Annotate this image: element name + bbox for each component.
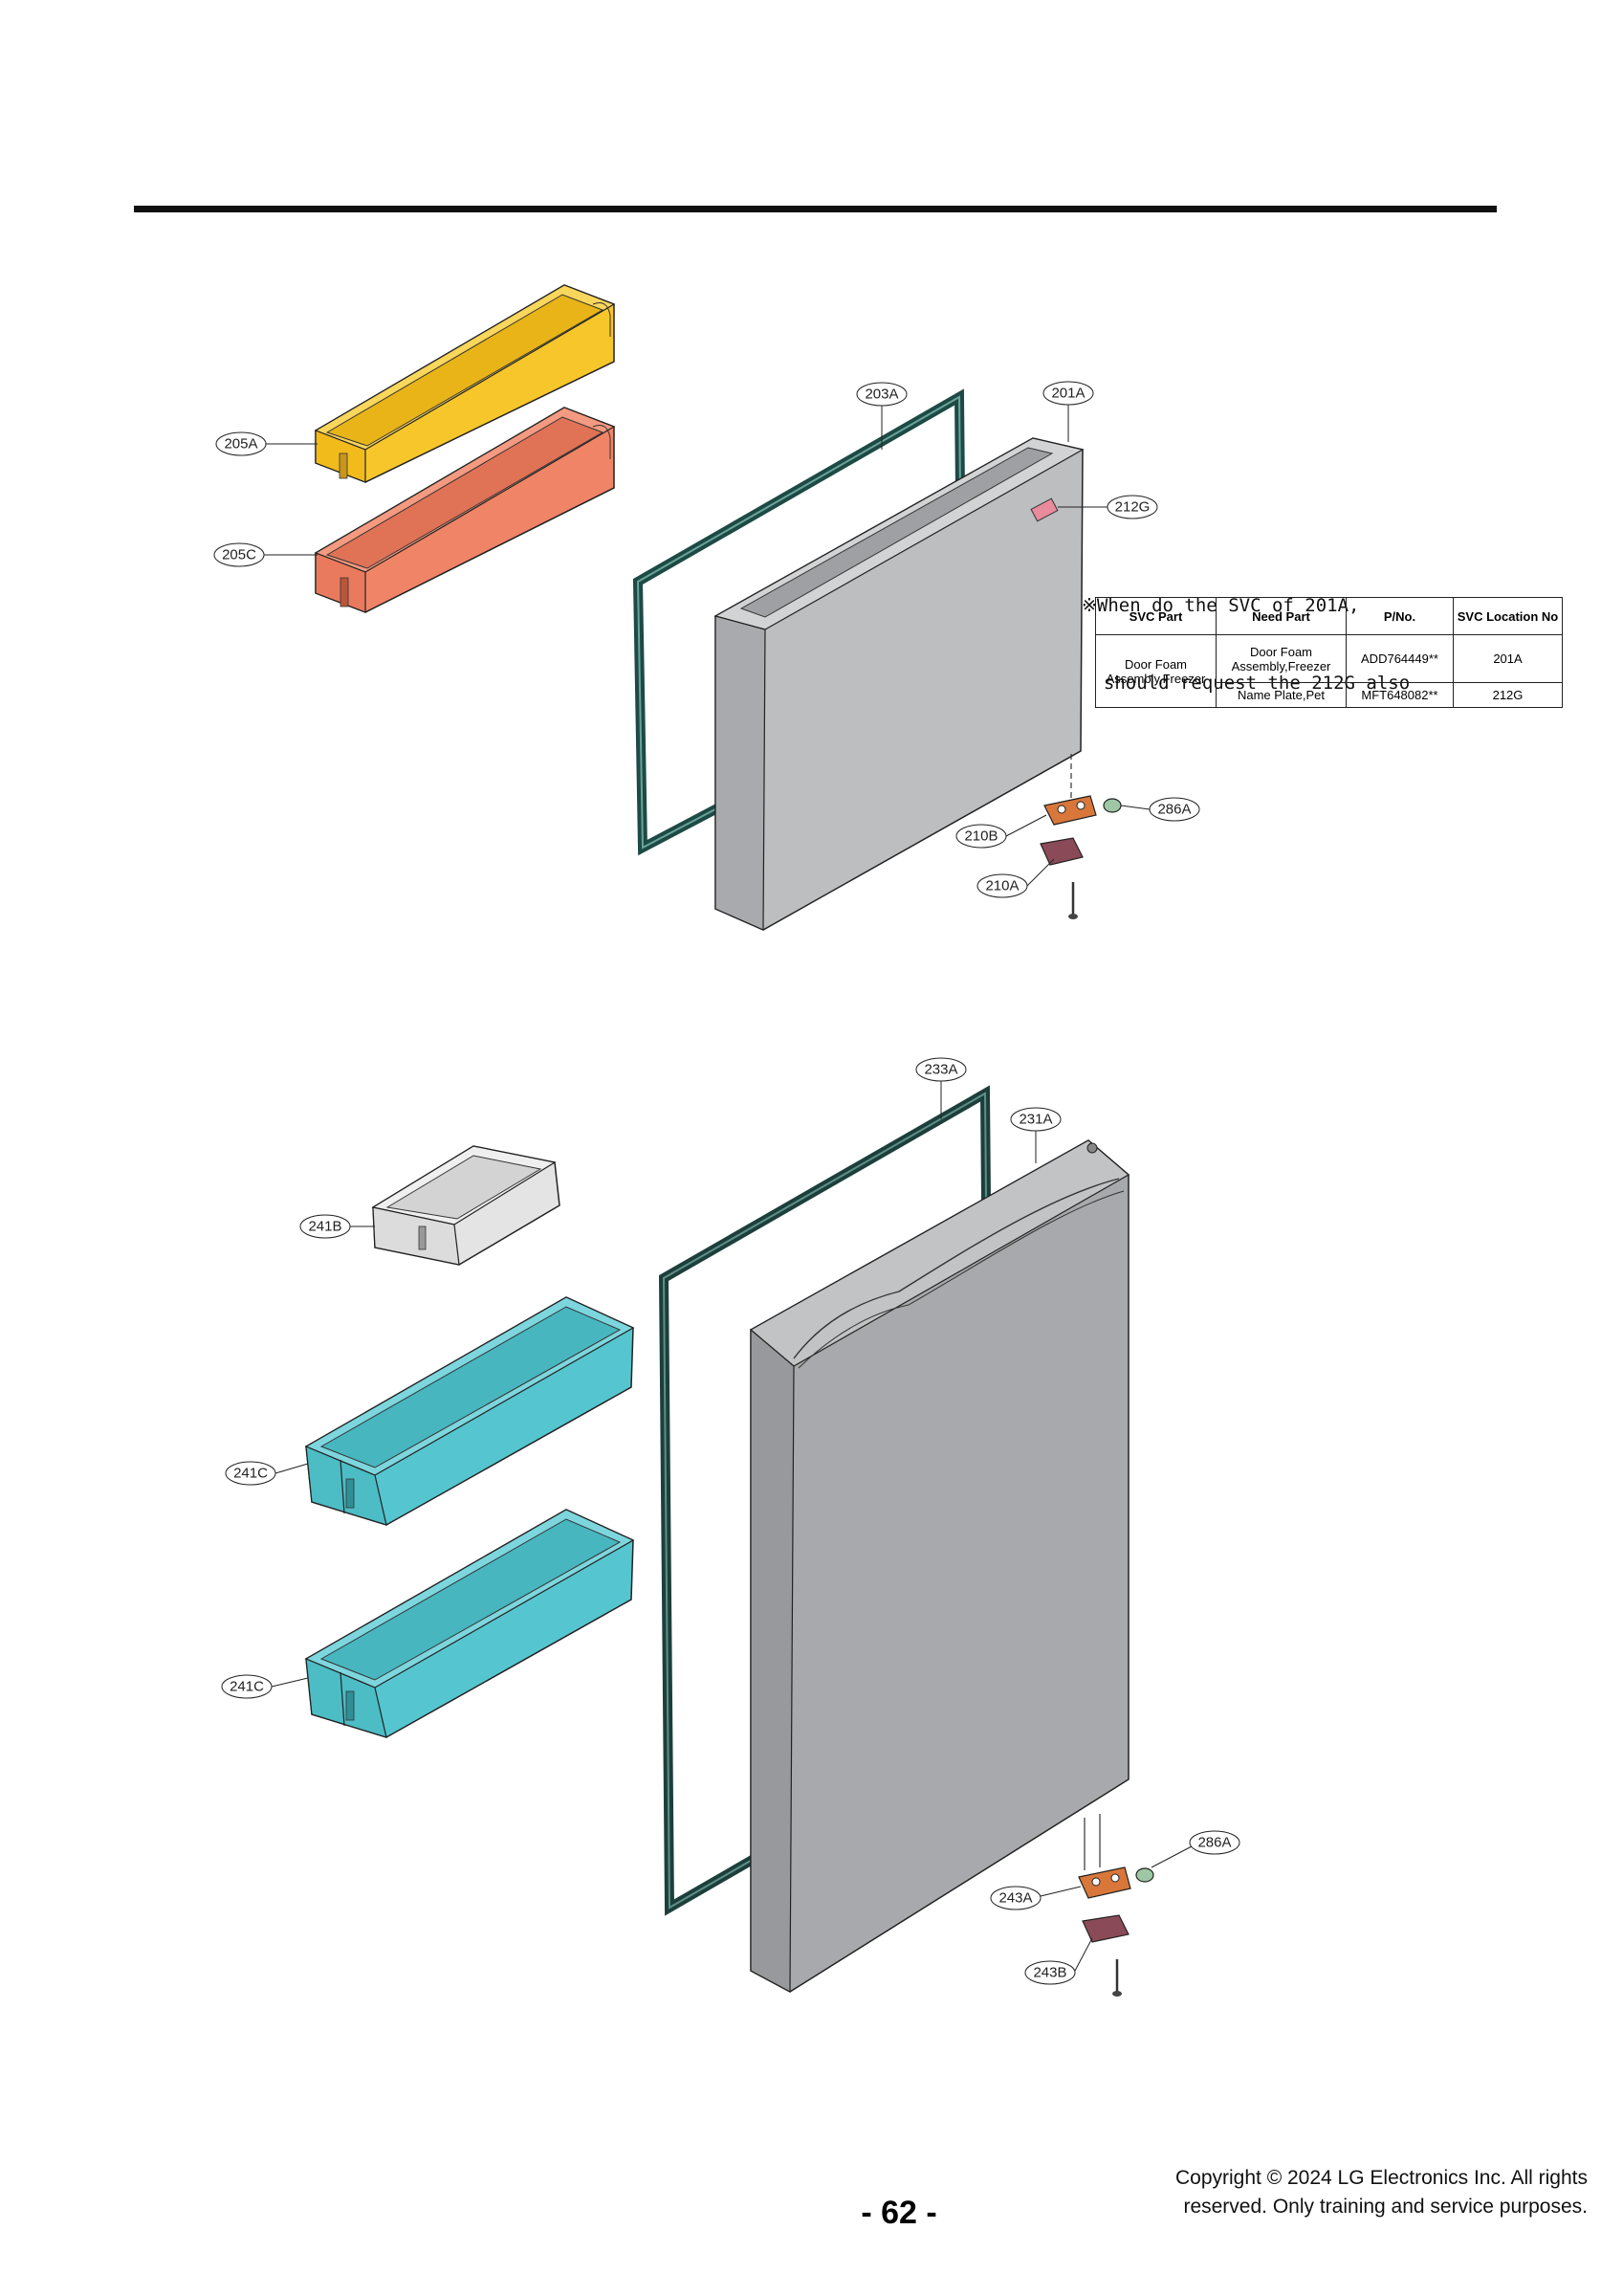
svc-cell-location: 212G [1453,682,1563,708]
hinge-cap-286A-top [1103,798,1122,813]
callout-233A-label: 233A [924,1062,957,1078]
door-bin-241B [371,1145,560,1266]
callout-241C-lower: 241C [221,1674,309,1699]
callout-241C-upper: 241C [225,1461,309,1486]
callout-210B-label: 210B [964,828,998,845]
screw-top [1068,882,1078,919]
copyright-line1: Copyright © 2024 LG Electronics Inc. All… [1174,2167,1588,2189]
svc-table-row: Door Foam Assembly,Freezer Door Foam Ass… [1095,633,1563,708]
callout-205A: 205A [215,431,318,456]
svc-cell-need-part: Door Foam Assembly,Freezer [1216,633,1347,684]
svc-header-pno: P/No. [1346,597,1454,635]
svc-table-header-row: SVC Part Need Part P/No. SVC Location No [1095,597,1563,635]
svc-header-location: SVC Location No [1453,597,1563,635]
svc-parts-table: SVC Part Need Part P/No. SVC Location No… [1095,597,1563,708]
svc-table-row: Name Plate,Pet MFT648082** 212G [1096,682,1563,708]
copyright-notice: Copyright © 2024 LG Electronics Inc. All… [1014,2164,1588,2221]
name-plate-212G [1030,497,1059,522]
callout-241C-upper-label: 241C [233,1466,268,1482]
callout-286A-top: 286A [1120,797,1200,822]
svc-cell-pno: ADD764449** [1346,633,1454,684]
callout-212G-label: 212G [1115,499,1151,516]
callout-201A: 201A [1042,381,1094,442]
callout-241B-label: 241B [308,1219,341,1235]
callout-231A-label: 231A [1019,1112,1052,1128]
callout-203A-label: 203A [865,386,898,403]
callout-243A-label: 243A [998,1890,1032,1907]
hinge-210A [1040,837,1084,866]
callout-243B: 243B [1024,1937,1093,1985]
svc-cell-svc-part: Door Foam Assembly,Freezer [1095,634,1217,708]
hinge-cap-286A-bottom [1135,1867,1154,1883]
door-bin-241C-lower [304,1509,635,1738]
door-bin-205A [314,284,616,483]
svc-header-svc-part: SVC Part [1095,597,1217,635]
svc-header-need-part: Need Part [1216,597,1347,635]
callout-243A: 243A [990,1886,1082,1910]
screw-bottom [1112,1959,1122,1997]
hinge-243B [1082,1914,1130,1943]
svc-cell-pno: MFT648082** [1346,682,1454,708]
callout-210B: 210B [955,814,1047,849]
callout-231A: 231A [1010,1107,1062,1163]
svc-cell-location: 201A [1453,633,1563,684]
callout-201A-label: 201A [1051,386,1085,402]
refrigerator-door-231A [749,1139,1130,1993]
callout-205C: 205C [213,542,318,567]
callout-243B-label: 243B [1033,1965,1066,1981]
hinge-243A [1078,1866,1131,1899]
callout-286A-top-label: 286A [1157,802,1191,818]
callout-241B: 241B [299,1214,375,1239]
svc-cell-need-part: Name Plate,Pet [1216,682,1347,708]
door-bin-205C [314,407,616,613]
callout-241C-lower-label: 241C [230,1679,264,1695]
copyright-line2: reserved. Only training and service purp… [1183,2196,1588,2218]
callout-210A-label: 210A [985,878,1019,894]
freezer-door-201A [713,437,1085,931]
callout-212G: 212G [1058,495,1158,519]
callout-203A: 203A [856,382,908,450]
callout-205A-label: 205A [224,436,257,453]
door-bin-241C-upper [304,1296,635,1526]
callout-205C-label: 205C [222,547,256,563]
page-number: - 62 - [861,2195,937,2231]
callout-210A: 210A [976,858,1055,898]
header-rule [134,206,1497,212]
callout-233A: 233A [915,1057,967,1119]
hinge-210B [1043,795,1097,826]
callout-286A-bottom: 286A [1151,1830,1240,1868]
callout-286A-bottom-label: 286A [1197,1835,1231,1851]
